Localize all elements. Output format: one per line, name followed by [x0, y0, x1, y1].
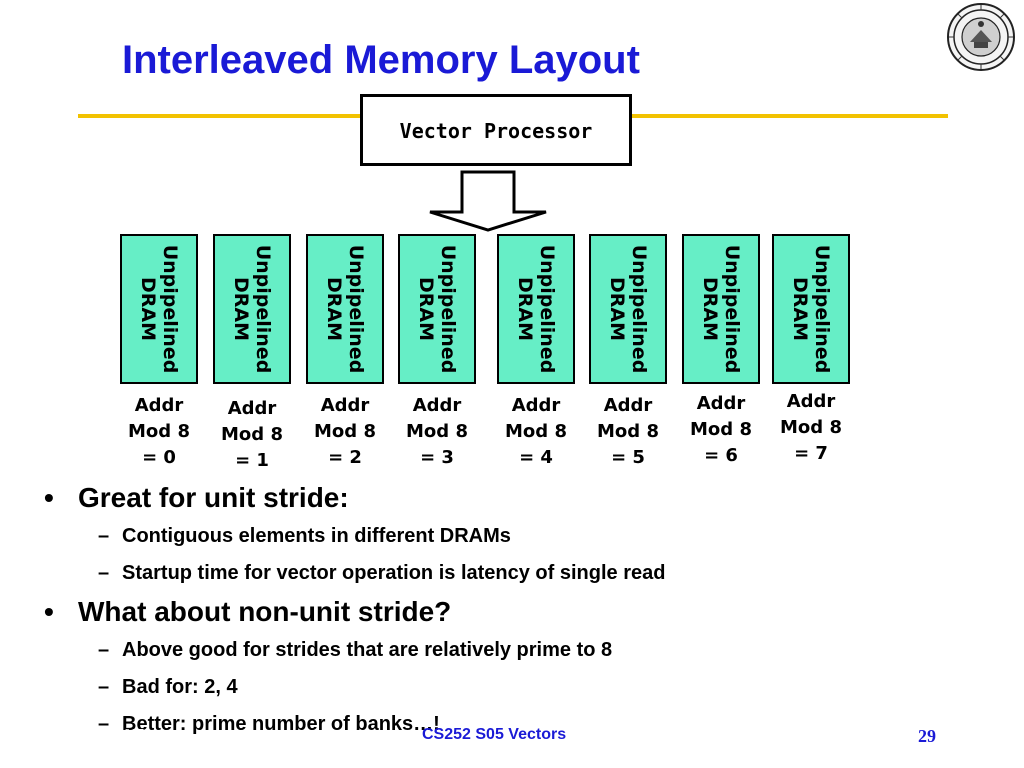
bank-address-line: Addr	[320, 395, 370, 416]
dash-mark: –	[98, 639, 110, 661]
dash-mark: –	[98, 676, 110, 698]
dram-label-line: DRAM	[606, 276, 628, 341]
sub-bullet-text: Better: prime number of banks…!	[122, 713, 440, 735]
dram-label-line: Unpipelined	[628, 244, 650, 374]
bank-address-line: Addr	[412, 395, 462, 416]
dram-label-line: DRAM	[230, 276, 252, 341]
bank-address-line: Mod 8	[597, 421, 659, 442]
dram-label-line: DRAM	[789, 276, 811, 341]
sub-bullet-text: Startup time for vector operation is lat…	[122, 562, 666, 584]
sub-bullet-item: – Contiguous elements in different DRAMs	[40, 518, 940, 555]
footer-course: CS252 S05 Vectors	[422, 726, 567, 743]
bank-address-line: Addr	[134, 395, 184, 416]
bank-address-line: Mod 8	[128, 421, 190, 442]
bank-address-line: Mod 8	[780, 417, 842, 438]
down-arrow-icon	[429, 170, 547, 232]
sub-bullet-text: Bad for: 2, 4	[122, 676, 238, 698]
bank-address-line: = 5	[611, 447, 645, 468]
dram-label-line: Unpipelined	[345, 244, 367, 374]
dram-label-line: Unpipelined	[811, 244, 833, 374]
bank-address-line: = 0	[142, 447, 176, 468]
bank-address-line: Mod 8	[406, 421, 468, 442]
dram-label-line: DRAM	[137, 276, 159, 341]
bank-address-line: = 7	[794, 443, 828, 464]
bullet-mark: •	[44, 596, 54, 627]
bank-address-line: Addr	[786, 391, 836, 412]
sub-bullet-text: Above good for strides that are relative…	[122, 639, 613, 661]
bank-address-line: Mod 8	[690, 419, 752, 440]
dram-label-line: Unpipelined	[536, 244, 558, 374]
bank-address-line: Mod 8	[221, 424, 283, 445]
sub-bullet-text: Contiguous elements in different DRAMs	[122, 525, 511, 547]
bank-address-line: Mod 8	[314, 421, 376, 442]
bullet-list: • Great for unit stride: – Contiguous el…	[40, 478, 940, 743]
bank-address-line: = 1	[235, 450, 269, 471]
bank-address-line: = 4	[519, 447, 553, 468]
bullet-text: Great for unit stride:	[78, 482, 349, 513]
bank-address-line: = 6	[704, 445, 738, 466]
dash-mark: –	[98, 525, 110, 547]
bank-address-line: Addr	[511, 395, 561, 416]
dram-label-line: Unpipelined	[252, 244, 274, 374]
footer-page-number: 29	[918, 726, 936, 746]
dram-label-line: Unpipelined	[437, 244, 459, 374]
dash-mark: –	[98, 713, 110, 735]
university-seal-logo	[947, 3, 1015, 71]
vector-processor-label: Vector Processor	[399, 119, 593, 143]
sub-bullet-item: – Better: prime number of banks…!	[40, 706, 940, 743]
dram-label-line: DRAM	[699, 276, 721, 341]
bank-address-line: Mod 8	[505, 421, 567, 442]
bank-address-line: Addr	[227, 398, 277, 419]
bullet-mark: •	[44, 482, 54, 513]
bullet-text: What about non-unit stride?	[78, 596, 452, 627]
dram-label-line: DRAM	[415, 276, 437, 341]
bank-address-line: Addr	[603, 395, 653, 416]
bullet-item: • Great for unit stride:	[40, 478, 940, 518]
footer-date: 2/17/2005	[88, 727, 145, 742]
dram-label-line: Unpipelined	[721, 244, 743, 374]
sub-bullet-item: – Bad for: 2, 4	[40, 669, 940, 706]
bank-address-line: = 2	[328, 447, 362, 468]
bullet-item: • What about non-unit stride?	[40, 592, 940, 632]
dram-label-line: DRAM	[514, 276, 536, 341]
sub-bullet-item: – Startup time for vector operation is l…	[40, 555, 940, 592]
dram-label-line: DRAM	[323, 276, 345, 341]
dram-label-line: Unpipelined	[159, 244, 181, 374]
bank-address-line: Addr	[696, 393, 746, 414]
dash-mark: –	[98, 562, 110, 584]
sub-bullet-item: – Above good for strides that are relati…	[40, 632, 940, 669]
bank-address-line: = 3	[420, 447, 454, 468]
vector-processor-box: Vector Processor	[360, 94, 632, 166]
slide-title: Interleaved Memory Layout	[122, 38, 640, 82]
